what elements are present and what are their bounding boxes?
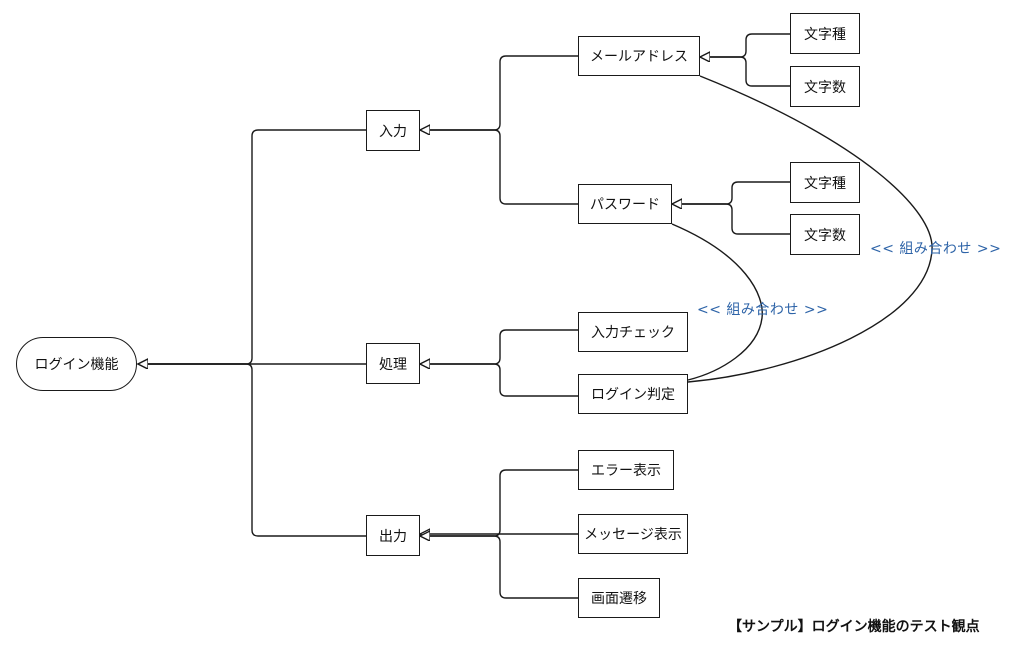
category-node-input: 入力 bbox=[366, 110, 420, 151]
leaf-node-password-chartype: 文字種 bbox=[790, 162, 860, 203]
category-process-label: 処理 bbox=[379, 356, 407, 373]
combination-label-email-login: << 組み合わせ >> bbox=[870, 241, 1002, 257]
connector-email-chartype bbox=[700, 33, 790, 57]
leaf-password-chartype-label: 文字種 bbox=[804, 175, 846, 192]
leaf-password-charcount-label: 文字数 bbox=[804, 227, 846, 244]
leaf-node-email-charcount: 文字数 bbox=[790, 66, 860, 107]
item-node-input-check: 入力チェック bbox=[578, 312, 688, 352]
connector-output-root bbox=[138, 364, 366, 537]
connector-error-output bbox=[420, 469, 578, 536]
combination-curve-password-login bbox=[671, 223, 763, 381]
combination-curve-email-login bbox=[687, 75, 933, 383]
root-node-label: ログイン機能 bbox=[34, 357, 119, 373]
item-error-display-label: エラー表示 bbox=[591, 463, 661, 479]
item-node-login-judge: ログイン判定 bbox=[578, 374, 688, 414]
item-login-judge-label: ログイン判定 bbox=[591, 387, 675, 403]
item-node-message-display: メッセージ表示 bbox=[578, 514, 688, 554]
item-node-password: パスワード bbox=[578, 184, 672, 224]
item-node-email: メールアドレス bbox=[578, 36, 700, 76]
item-input-check-label: 入力チェック bbox=[591, 325, 675, 341]
diagram-caption: 【サンプル】ログイン機能のテスト観点 bbox=[728, 619, 980, 635]
category-node-process: 処理 bbox=[366, 343, 420, 384]
category-output-label: 出力 bbox=[379, 528, 407, 545]
connector-transition-output bbox=[420, 536, 578, 599]
item-message-display-label: メッセージ表示 bbox=[584, 527, 682, 543]
leaf-node-password-charcount: 文字数 bbox=[790, 214, 860, 255]
combination-label-password-login: << 組み合わせ >> bbox=[697, 302, 829, 318]
item-node-error-display: エラー表示 bbox=[578, 450, 674, 490]
connector-input-root bbox=[138, 129, 366, 364]
connector-email-input bbox=[420, 55, 578, 130]
connector-inputcheck-process bbox=[420, 329, 578, 364]
leaf-email-chartype-label: 文字種 bbox=[804, 26, 846, 43]
connector-email-charcount bbox=[700, 57, 790, 87]
item-email-label: メールアドレス bbox=[590, 49, 688, 65]
root-node-login-function: ログイン機能 bbox=[16, 337, 137, 391]
leaf-email-charcount-label: 文字数 bbox=[804, 79, 846, 96]
item-node-screen-transition: 画面遷移 bbox=[578, 578, 660, 618]
leaf-node-email-chartype: 文字種 bbox=[790, 13, 860, 54]
connector-loginjudge-process bbox=[420, 364, 578, 397]
item-screen-transition-label: 画面遷移 bbox=[591, 591, 647, 607]
category-node-output: 出力 bbox=[366, 515, 420, 556]
connector-password-input bbox=[420, 130, 578, 205]
category-input-label: 入力 bbox=[379, 123, 407, 140]
item-password-label: パスワード bbox=[590, 197, 660, 213]
connector-password-charcount bbox=[672, 204, 790, 235]
connector-password-chartype bbox=[672, 181, 790, 204]
